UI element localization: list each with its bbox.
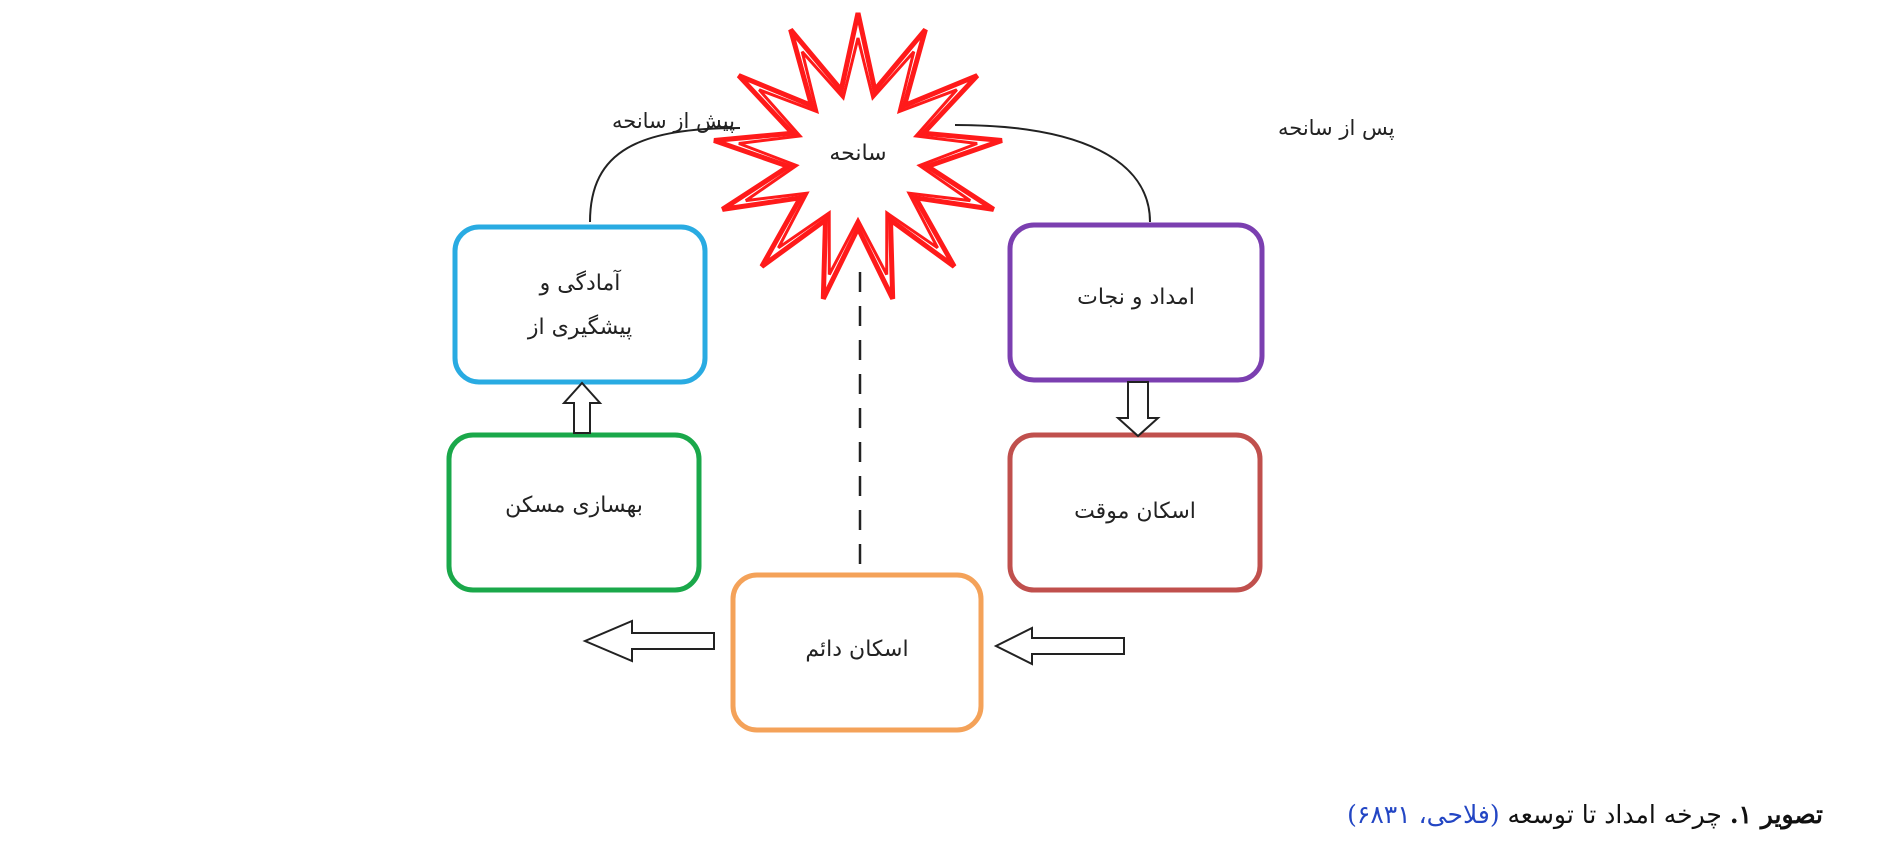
permanent-housing-box	[730, 572, 984, 733]
relief-rescue-box	[1007, 222, 1265, 383]
temporary-housing-box	[1007, 432, 1263, 593]
burst-label: سانحه	[829, 141, 886, 166]
relief-rescue-label: امداد و نجات	[1077, 285, 1195, 310]
disaster-burst	[713, 12, 1003, 300]
arrow-temporary-to-permanent	[993, 626, 1125, 666]
arc-before	[589, 127, 741, 223]
arrow-permanent-to-retrofit	[582, 619, 715, 663]
burst-inner-shape	[738, 37, 978, 276]
preparedness-label-line1: آمادگی و	[539, 269, 622, 296]
preparedness-box	[452, 224, 708, 385]
arc-after	[954, 124, 1151, 223]
arrow-relief-to-temporary	[1115, 381, 1161, 438]
caption-title: چرخه امداد تا توسعه	[1499, 800, 1730, 829]
caption-citation[interactable]: (فلاحی، ۶۸۳۱)	[1347, 800, 1500, 829]
after-disaster-label: پس از سانحه	[1278, 116, 1395, 140]
temporary-housing-label: اسکان موقت	[1074, 499, 1196, 524]
housing-retrofit-label: بهسازی مسکن	[505, 493, 643, 518]
housing-retrofit-box	[446, 432, 702, 593]
arrow-retrofit-to-preparedness	[561, 381, 603, 434]
before-disaster-label: پیش از سانحه	[612, 109, 735, 133]
figure-caption: تصویر ۱. چرخه امداد تا توسعه (فلاحی، ۶۸۳…	[1347, 800, 1823, 829]
permanent-housing-label: اسکان دائم	[805, 637, 908, 662]
preparedness-label-line2: پیشگیری از	[527, 314, 632, 340]
disaster-cycle-diagram: سانحه پیش از سانحه پس از سانحه آمادگی و …	[446, 12, 1395, 733]
caption-figure-number: تصویر ۱.	[1729, 800, 1823, 829]
